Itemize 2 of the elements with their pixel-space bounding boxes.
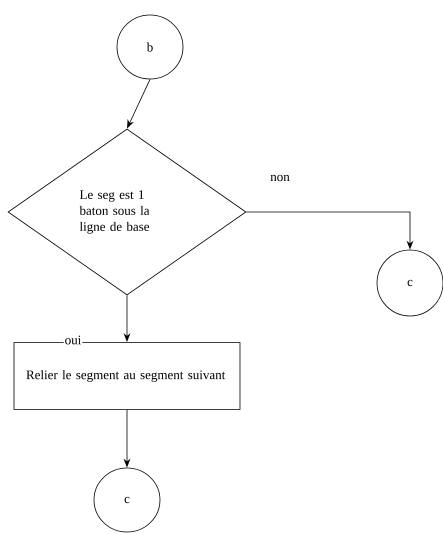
edge-label: oui xyxy=(64,334,82,346)
edge-label: non xyxy=(269,174,291,182)
